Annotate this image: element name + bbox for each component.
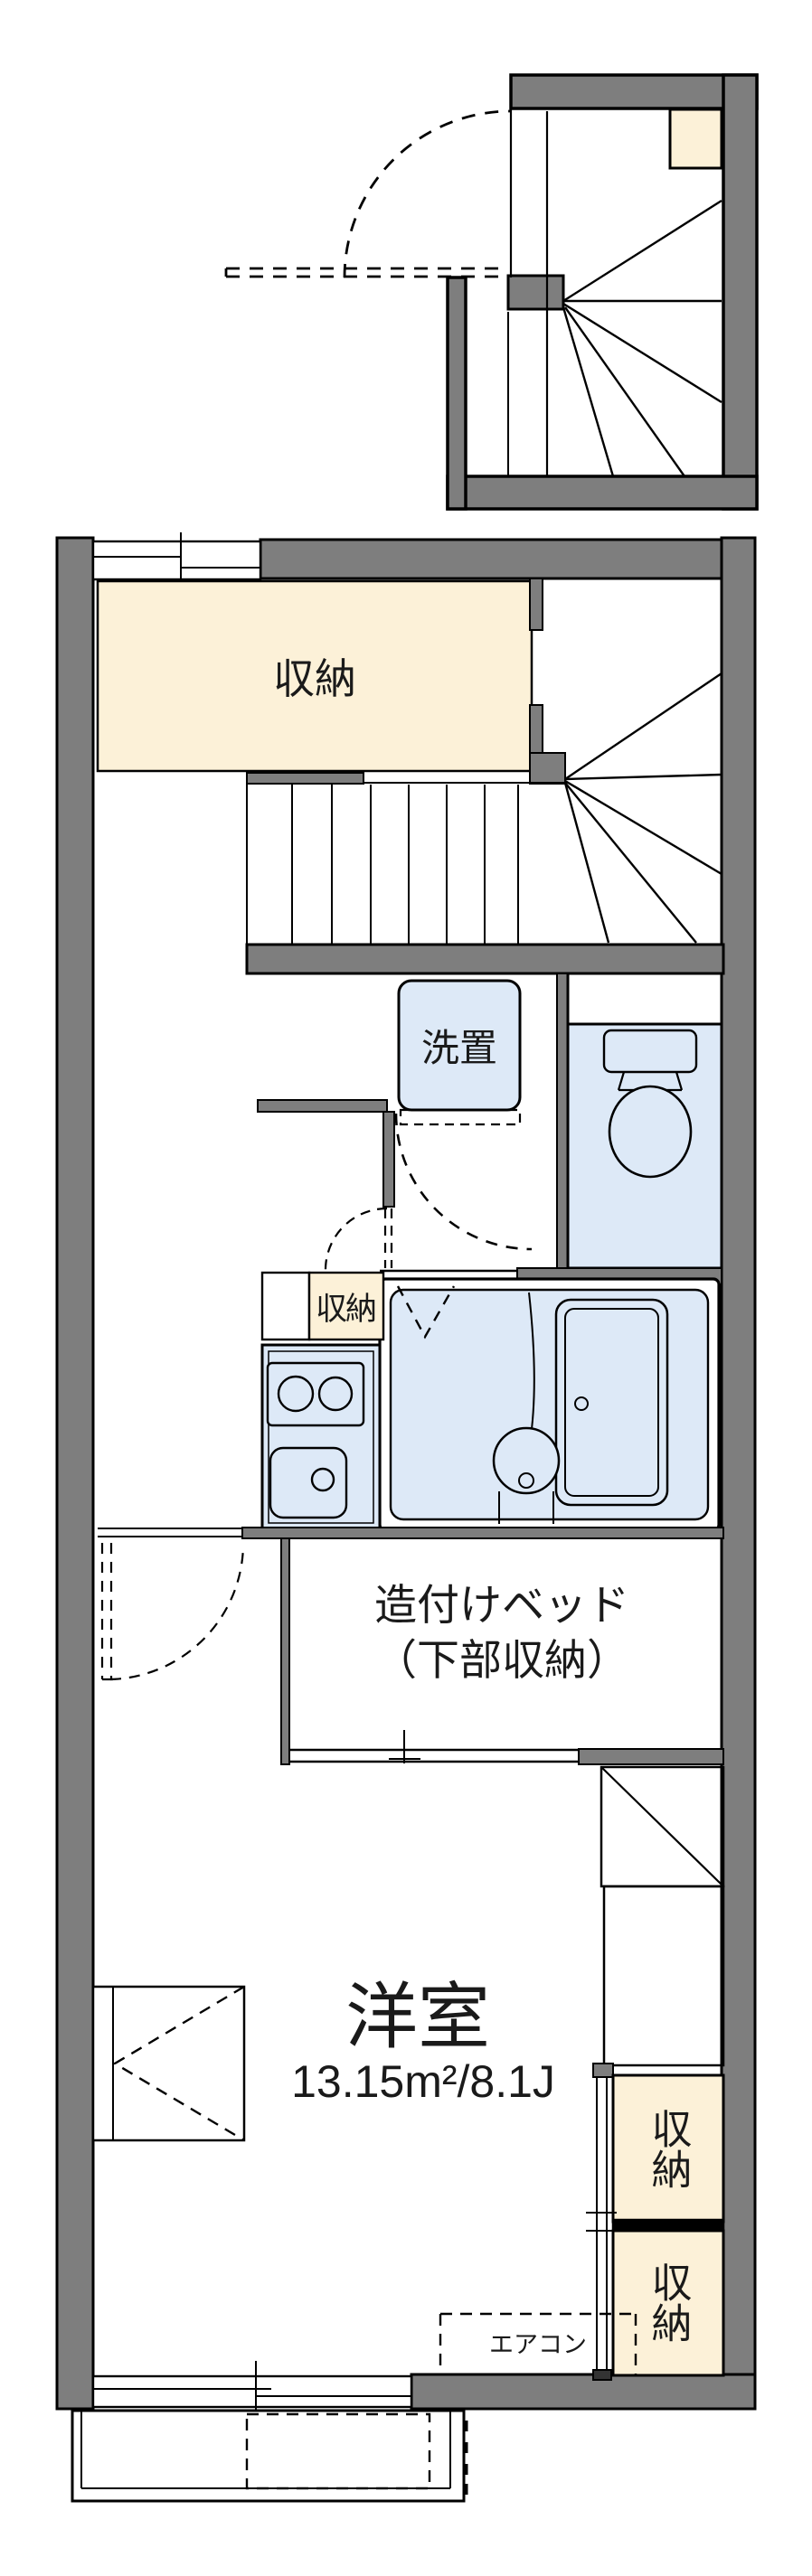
label-built-in-bed: 造付けベッド （下部収納） xyxy=(276,1571,728,1694)
closet-right-2 xyxy=(611,2229,725,2377)
sink xyxy=(269,1446,348,1519)
balcony-dashed-outline xyxy=(245,2412,431,2490)
stair-wall-stub-top xyxy=(529,578,543,631)
wall-top-upper xyxy=(509,73,759,110)
washbasin-drain xyxy=(518,1472,534,1489)
toilet-shelf xyxy=(566,972,723,1026)
upper-stair-hall xyxy=(224,73,759,511)
faucet xyxy=(310,1467,335,1492)
corridor-wall xyxy=(382,1111,395,1208)
bay-window xyxy=(91,1985,246,2142)
stair-treads-main xyxy=(246,773,565,945)
burner-left xyxy=(277,1375,315,1413)
label-closet-kitchen: 収納 xyxy=(315,1291,377,1327)
label-bed-line2: （下部収納） xyxy=(374,1636,629,1684)
label-room-area: 13.15m²/8.1J xyxy=(291,2056,555,2107)
stair-side-wall xyxy=(246,772,364,785)
corridor-wall-stub xyxy=(257,1099,388,1113)
label-laundry-space: 洗置 xyxy=(420,1027,497,1069)
wall-left-lower-upper xyxy=(446,276,467,511)
window-top xyxy=(91,532,262,588)
label-closet-right-2: 収納 xyxy=(645,2261,692,2343)
winder-stairs-main xyxy=(563,672,722,944)
kitchen-counter xyxy=(260,1343,382,1531)
stair-hub-wall-upper xyxy=(506,274,565,311)
wall-left-main xyxy=(55,536,95,2411)
wall-top-main xyxy=(259,538,723,580)
window-bottom xyxy=(91,2361,413,2410)
corridor-door xyxy=(324,1207,393,1271)
laundry-threshold-dashed xyxy=(399,1108,522,1126)
washbasin-pedestal xyxy=(498,1491,554,1524)
closet-divider xyxy=(611,2218,725,2233)
label-closet-right-1: 収納 xyxy=(645,2108,692,2189)
bed-wall-left xyxy=(280,1537,290,1765)
bathroom-folding-door xyxy=(396,1285,456,1340)
bathtub xyxy=(554,1298,669,1507)
wall-right-upper xyxy=(722,73,759,511)
label-room-name: 洋室 xyxy=(345,1977,490,2057)
label-bed-line1: 造付けベッド xyxy=(374,1580,629,1629)
toilet-wall-left xyxy=(556,973,569,1285)
burner-right xyxy=(317,1376,354,1412)
washroom-door-arc xyxy=(394,1113,533,1251)
bed-bottom-partition xyxy=(289,1730,579,1763)
bathtub-drain xyxy=(574,1396,589,1411)
winder-stairs-upper xyxy=(562,199,722,477)
washbasin xyxy=(492,1426,561,1495)
kitchen-closet-box xyxy=(307,1271,385,1341)
closet-right-stub-wall xyxy=(592,2063,614,2078)
wall-bottom-main xyxy=(410,2373,757,2411)
room-door xyxy=(100,1543,245,1681)
toilet-fixture xyxy=(602,1029,698,1179)
label-closet-upper: 収納 xyxy=(273,655,356,702)
appliance-space xyxy=(600,1765,725,2067)
kitchen-white-box xyxy=(260,1271,311,1341)
shower-divider-line xyxy=(528,1292,535,1443)
bed-doorway-lintel xyxy=(98,1528,242,1537)
entrance-door-arc xyxy=(224,109,512,278)
wall-right-main xyxy=(720,536,757,2411)
closet-upper-area xyxy=(96,579,533,773)
laundry-box xyxy=(397,979,522,1112)
closet-box-upper-unit xyxy=(668,108,723,170)
balcony xyxy=(71,2409,468,2503)
aircon-dashed-box xyxy=(439,2312,637,2374)
main-unit xyxy=(55,532,757,2503)
bathtub-inner xyxy=(564,1308,659,1497)
bed-partition-wall xyxy=(578,1748,724,1765)
bed-wall-top xyxy=(241,1527,724,1539)
wall-bottom-upper xyxy=(446,475,759,511)
closet-sliding-track xyxy=(586,2077,617,2381)
entry-opening-lines xyxy=(509,108,549,476)
label-aircon: エアコン xyxy=(489,2330,587,2358)
stair-wall-stub-bottom xyxy=(529,704,543,756)
closet-right-1 xyxy=(611,2073,725,2223)
bathroom xyxy=(378,1277,721,1532)
wall-below-stairs xyxy=(245,943,725,975)
stair-hub-wall-main xyxy=(529,752,566,785)
